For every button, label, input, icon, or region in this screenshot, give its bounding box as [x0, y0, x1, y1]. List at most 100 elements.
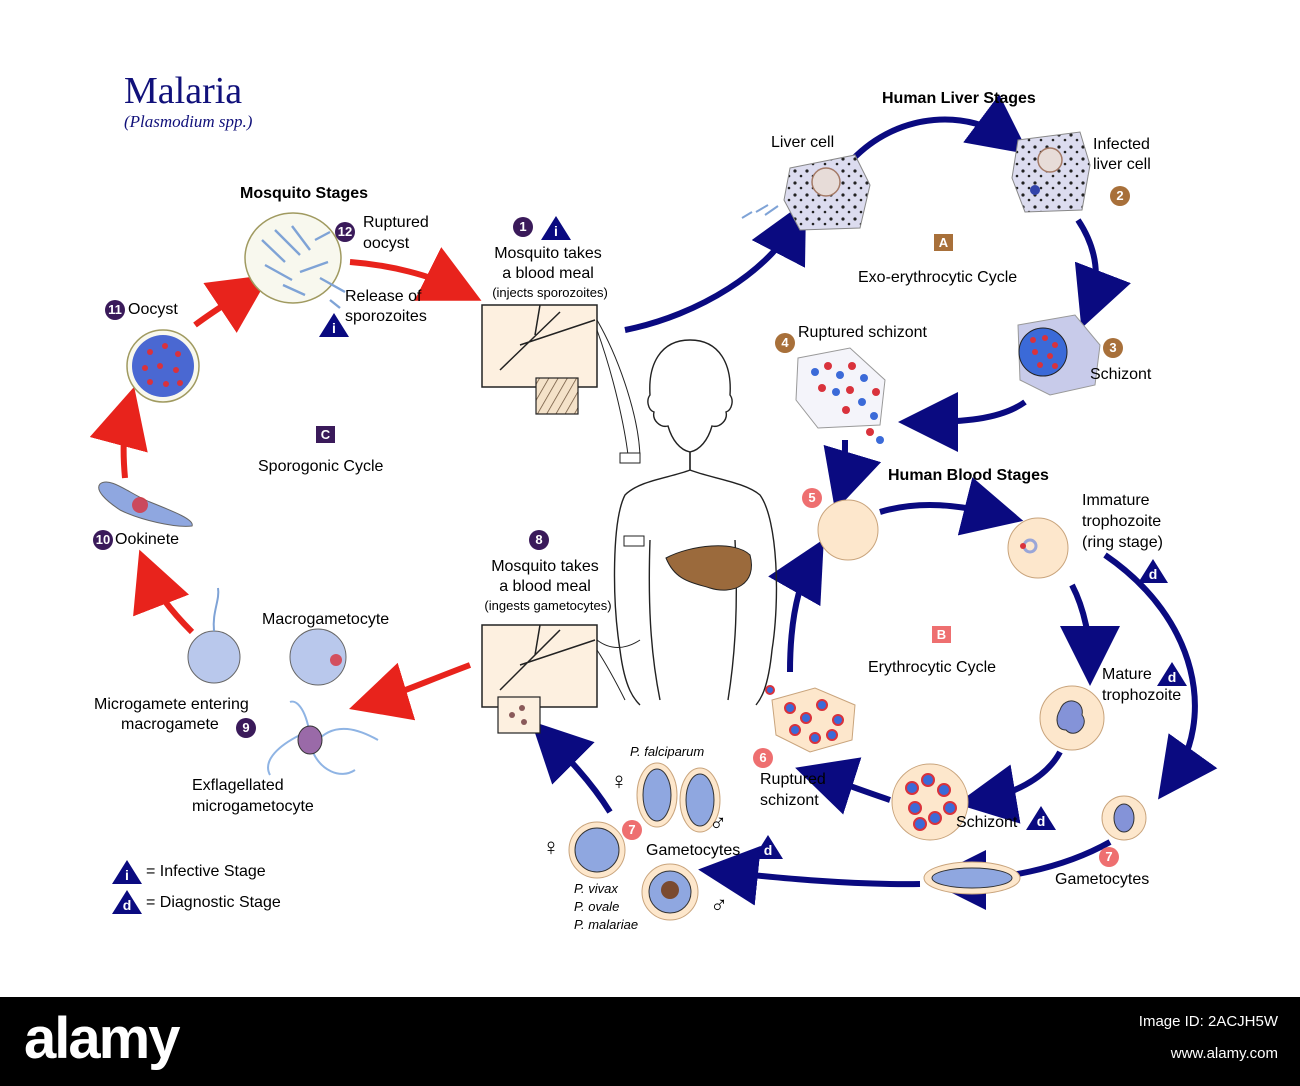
malariae-label: P. malariae [574, 917, 639, 932]
blood-stages-heading: Human Blood Stages [888, 467, 1049, 484]
erythrocytic-label: Erythrocytic Cycle [868, 659, 997, 676]
step-12-line2: oocyst [363, 235, 410, 252]
step-5-badge: 5 [802, 488, 822, 508]
mosquito-bite-box-2 [481, 624, 598, 708]
arrow-schizont-to-ruptured [898, 391, 1027, 452]
liver-cell-label: Liver cell [771, 134, 835, 151]
legend-infective-marker: i [111, 859, 143, 885]
step-1-line3: (injects sporozoites) [492, 285, 608, 300]
falciparum-label: P. falciparum [630, 744, 705, 759]
step-4-label: Ruptured schizont [798, 324, 927, 341]
step-9-line1: Microgamete entering [94, 696, 249, 713]
macrogametocyte-label: Macrogametocyte [262, 611, 390, 628]
step-10-label: Ookinete [115, 531, 180, 548]
ruptured-liver-schizont [795, 347, 886, 429]
step-1-line1: Mosquito takes [494, 245, 602, 262]
blood-schizont-label: Schizont [956, 814, 1018, 831]
exflagellated-line2: microgametocyte [192, 798, 314, 815]
arrow-rbc-to-ring [879, 477, 1024, 536]
arrow-schizont-to-ruptured [795, 757, 891, 815]
microgamete-entering [187, 630, 241, 684]
merozoites-released [811, 362, 884, 444]
diagnostic-marker-ring: d [1137, 558, 1169, 584]
diagnostic-marker-gametocytes: d [752, 834, 784, 860]
arrow-bite-to-liver [624, 200, 807, 333]
arrow-ruptured-oocyst-to-bite [349, 247, 482, 301]
step-7a-badge: 7 [622, 820, 642, 840]
step-7b-label: Gametocytes [1055, 871, 1150, 888]
step-8-line2: a blood meal [499, 578, 591, 595]
watermark-footer: alamy Image ID: 2ACJH5W www.alamy.com [0, 997, 1300, 1086]
legend-diagnostic-text: = Diagnostic Stage [146, 894, 281, 911]
step-6-line1: Ruptured [760, 771, 826, 788]
male-symbol-2: ♂ [710, 892, 728, 919]
step-7b-badge: 7 [1099, 847, 1119, 867]
ruptured-oocyst [244, 212, 342, 304]
vivax-label: P. vivax [574, 881, 618, 896]
immature-line1: Immature [1082, 492, 1150, 509]
step-8-line1: Mosquito takes [491, 558, 599, 575]
male-symbol-1: ♂ [709, 810, 727, 837]
arrow-gametes-to-ookinete [133, 549, 195, 635]
release-line1: Release of [345, 288, 422, 305]
immature-line2: trophozoite [1082, 513, 1162, 530]
human-silhouette [613, 339, 778, 706]
cycle-a-marker: A [934, 234, 953, 251]
step-3-label: Schizont [1090, 366, 1152, 383]
blood-cycle-arrows [531, 477, 1218, 910]
liver-cycle-arrows [624, 94, 1131, 511]
step-4-badge: 4 [775, 333, 795, 353]
arrow-gametocytes-to-mosquito [531, 721, 613, 814]
macrogametocyte-cell [289, 628, 347, 686]
legend-infective-text: = Infective Stage [146, 863, 266, 880]
sporogonic-arrows [89, 247, 482, 721]
infective-marker-sporozoites: i [318, 312, 350, 338]
diagnostic-marker-schizont: d [1025, 805, 1057, 831]
step-6-badge: 6 [753, 748, 773, 768]
exflagellated-line1: Exflagellated [192, 777, 284, 794]
cycle-b-marker: B [932, 626, 951, 643]
arrow-liver-to-infected [849, 94, 1030, 163]
step-1-line2: a blood meal [502, 265, 594, 282]
step-2-line2: liver cell [1093, 156, 1151, 173]
immature-line3: (ring stage) [1082, 534, 1163, 551]
exo-erythrocytic-label: Exo-erythrocytic Cycle [858, 269, 1018, 286]
step-2-badge: 2 [1110, 186, 1130, 206]
red-blood-cell [817, 499, 879, 561]
step-12-badge: 12 [335, 222, 355, 242]
step-9-line2: macrogamete [121, 716, 219, 733]
liver-stages-heading: Human Liver Stages [882, 90, 1036, 107]
female-symbol-2: ♀ [542, 834, 560, 861]
step-11-label: Oocyst [128, 301, 178, 318]
page-subtitle: (Plasmodium spp.) [124, 112, 253, 131]
malaria-diagram: Malaria (Plasmodium spp.) Mosquito Stage… [89, 70, 1218, 932]
step-10-badge: 10 [93, 530, 113, 550]
step-9-badge: 9 [236, 718, 256, 738]
step-8-badge: 8 [529, 530, 549, 550]
mature-line2: trophozoite [1102, 687, 1182, 704]
image-id: Image ID: 2ACJH5W [1138, 1013, 1278, 1030]
release-line2: sporozoites [345, 308, 427, 325]
step-2-line1: Infected [1093, 136, 1150, 153]
arrow-oocyst-to-ruptured [193, 274, 270, 333]
step-7a-label: Gametocytes [646, 842, 741, 859]
arrow-meal-to-gametes [349, 662, 472, 721]
sporogonic-label: Sporogonic Cycle [258, 458, 384, 475]
arrow-infected-to-schizont [1074, 218, 1131, 329]
legend-diagnostic-marker: d [111, 889, 143, 915]
arrow-ruptured-to-rbc [768, 539, 824, 673]
diagnostic-marker-mature: d [1156, 661, 1188, 687]
step-11-badge: 11 [105, 300, 125, 320]
arrow-ruptured-to-blood [823, 439, 882, 511]
ovale-label: P. ovale [574, 899, 620, 914]
female-symbol-1: ♀ [610, 768, 628, 795]
site-url: www.alamy.com [1170, 1045, 1278, 1062]
alamy-logo: alamy [24, 1006, 180, 1071]
mosquito-stages-heading: Mosquito Stages [240, 185, 369, 202]
step-8-line3: (ingests gametocytes) [484, 598, 612, 613]
gametocyte-inset [497, 696, 541, 734]
arrow-ring-to-gametocyte [1103, 552, 1218, 800]
mosquito-bite-box-1 [481, 304, 598, 388]
arrow-ring-to-mature [1059, 583, 1120, 686]
ring-stage-cell [1007, 517, 1069, 579]
